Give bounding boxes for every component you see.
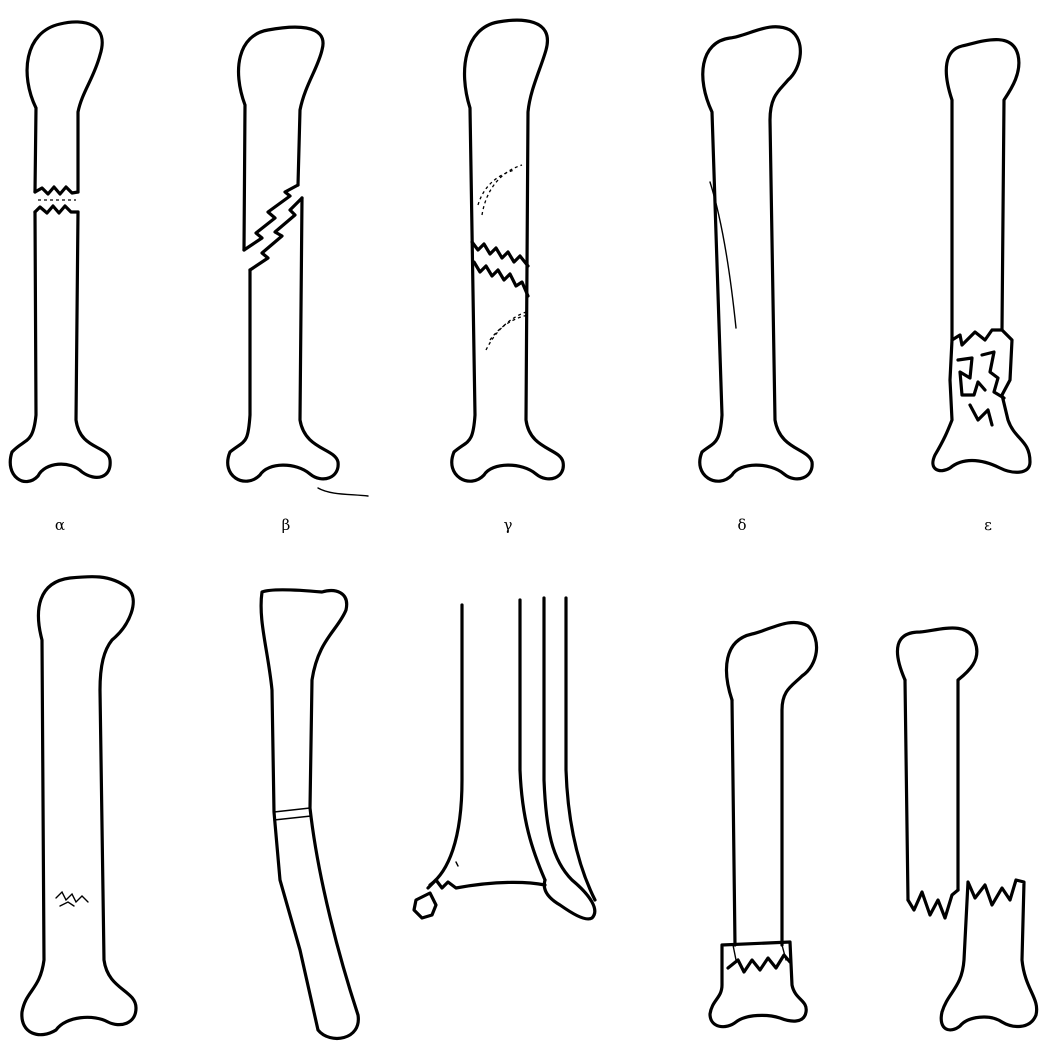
bone-displaced-fracture (897, 628, 1036, 1030)
label-gamma: γ (504, 516, 513, 534)
label-alpha: α (55, 516, 65, 534)
bone-avulsion-fracture (414, 598, 595, 919)
bone-greenstick-fracture (22, 577, 136, 1035)
bone-transverse-fracture (10, 22, 110, 482)
bone-fissure-fracture (700, 27, 812, 481)
bone-spiral-fracture (452, 20, 564, 481)
bone-oblique-fracture (228, 27, 368, 496)
label-epsilon: ε (984, 516, 992, 534)
label-delta: δ (737, 516, 746, 534)
bone-subperiosteal-fracture (261, 590, 358, 1039)
bone-comminuted-fracture (933, 40, 1030, 473)
label-beta: β (282, 516, 291, 534)
bone-impacted-fracture (710, 622, 817, 1026)
